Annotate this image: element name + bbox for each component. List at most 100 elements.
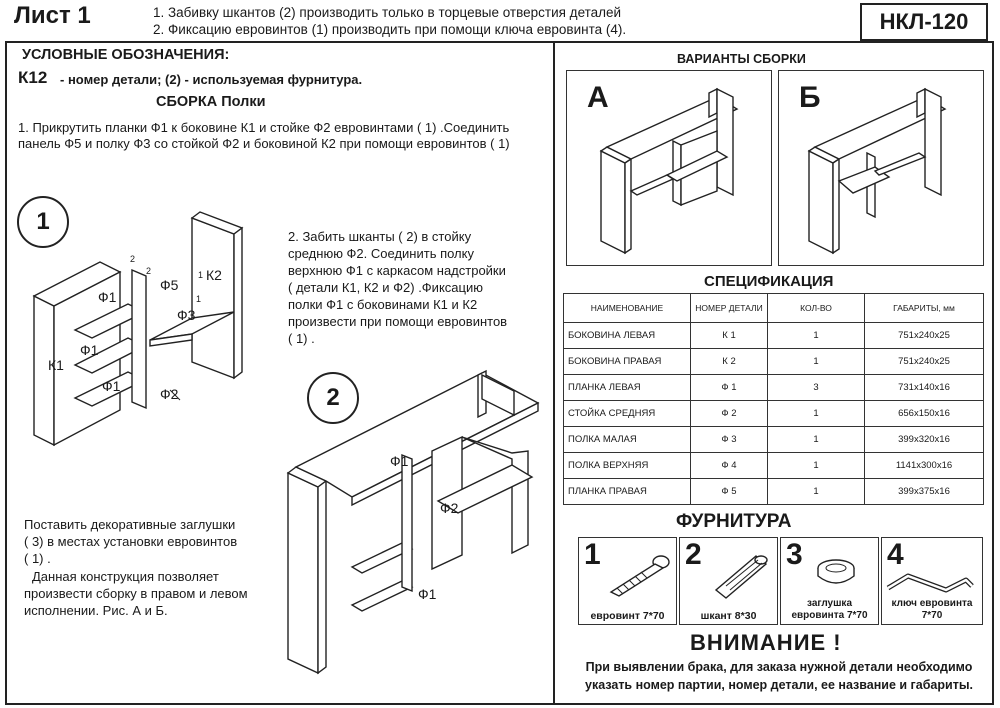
hardware-num: 3 [786,538,803,571]
warning-line-1: При выявлении брака, для заказа нужной д… [585,660,973,674]
step2-text: 2. Забить шканты ( 2) в стойку среднюю Ф… [288,228,507,347]
label-f1-mid: Ф1 [80,342,99,358]
hardware-num: 2 [685,538,702,571]
label-f2-shelf: Ф2 [440,500,459,516]
step2-drawing: Ф1 Ф2 Ф1 [286,369,540,675]
hardware-caption: ключ евровинта 7*70 [891,598,973,621]
cap-icon [817,559,855,584]
spec-cell-qty: 1 [767,348,865,375]
label-dowel: 2 [130,254,135,264]
spec-cell-name: ПЛАНКА ЛЕВАЯ [563,374,691,401]
spec-cell-qty: 1 [767,426,865,453]
spec-cell-dims: 751x240x25 [864,348,984,375]
plugs-line: Поставить декоративные заглушки [24,517,236,532]
variant-b-panel: Б [778,70,984,266]
variant-a-panel: А [566,70,772,266]
variants-line: произвести сборку в правом и левом [24,586,248,601]
spec-cell-name: ПЛАНКА ПРАВАЯ [563,478,691,505]
label-k2: К2 [206,267,222,283]
variant-b-label: Б [799,81,821,114]
step2-line: произвести при помощи евровинтов [288,314,508,329]
hardware-item-hex-key: 4 ключ евровинта 7*70 [881,537,983,625]
header-note-1: 1. Забивку шкантов (2) производить тольк… [153,5,622,20]
label-bolt: 1 [196,294,201,304]
spec-table: НАИМЕНОВАНИЕ НОМЕР ДЕТАЛИ КОЛ-ВО ГАБАРИТ… [563,293,984,505]
spec-col-dims: ГАБАРИТЫ, мм [864,293,984,323]
variants-title: ВАРИАНТЫ СБОРКИ [677,52,806,66]
spec-cell-name: БОКОВИНА ЛЕВАЯ [563,322,691,349]
variants-note: Данная конструкция позволяет произвести … [24,568,248,619]
step1-drawing: К1 Ф1 Ф1 Ф1 Ф5 К2 Ф3 Ф2 2 2 1 1 [32,211,244,447]
step2-line: ( 1) . [288,331,315,346]
eurobolt-icon [609,555,670,597]
step2-line: полки Ф1 с боковинами К1 и К2 [288,297,478,312]
hex-key-icon [886,573,974,593]
spec-title: СПЕЦИФИКАЦИЯ [704,273,834,290]
label-dowel: 2 [146,266,151,276]
label-bolt: 1 [198,270,203,280]
variant-a-drawing [599,87,739,255]
spec-cell-part: Ф 5 [690,478,768,505]
spec-cell-dims: 751x240x25 [864,322,984,349]
spec-cell-part: Ф 4 [690,452,768,479]
spec-cell-qty: 3 [767,374,865,401]
step1-line1: 1. Прикрутить планки Ф1 к боковине К1 и … [18,120,510,135]
label-f1-plank: Ф1 [418,586,437,602]
spec-cell-dims: 731x140x16 [864,374,984,401]
legend-title: УСЛОВНЫЕ ОБОЗНАЧЕНИЯ: [22,47,230,63]
warning-title: ВНИМАНИЕ ! [690,630,842,655]
spec-col-part: НОМЕР ДЕТАЛИ [690,293,768,323]
label-f1-top-shelf: Ф1 [390,453,409,469]
spec-cell-part: Ф 2 [690,400,768,427]
hardware-item-eurobolt: 1 евровинт 7*70 [578,537,677,625]
warning-text: При выявлении брака, для заказа нужной д… [572,658,986,694]
hardware-title: ФУРНИТУРА [676,511,792,532]
spec-cell-name: БОКОВИНА ПРАВАЯ [563,348,691,375]
header-note-2: 2. Фиксацию евровинтов (1) производить п… [153,22,627,37]
spec-cell-name: СТОЙКА СРЕДНЯЯ [563,400,691,427]
spec-cell-name: ПОЛКА ВЕРХНЯЯ [563,452,691,479]
legend-text: - номер детали; (2) - используемая фурни… [60,72,363,87]
variants-line: Данная конструкция позволяет [32,569,219,584]
spec-cell-part: К 1 [690,322,768,349]
hardware-caption: заглушка евровинта 7*70 [791,598,868,621]
label-f1-low: Ф1 [102,378,121,394]
hardware-caption: шкант 8*30 [700,610,757,622]
variant-a-label: А [587,81,609,114]
label-k1: К1 [48,357,64,373]
spec-cell-qty: 1 [767,400,865,427]
label-f5: Ф5 [160,277,179,293]
hardware-num: 1 [584,538,601,571]
plugs-line: ( 1) . [24,551,51,566]
sheet-frame [5,41,994,705]
label-f1-top: Ф1 [98,289,117,305]
spec-cell-part: Ф 1 [690,374,768,401]
step2-line: верхнюю Ф1 с каркасом надстройки [288,263,506,278]
label-f3: Ф3 [177,307,196,323]
spec-cell-part: Ф 3 [690,426,768,453]
step1-line2: панель Ф5 и полку Ф3 со стойкой Ф2 и бок… [18,136,510,151]
sheet-title: Лист 1 [14,2,91,29]
spec-cell-qty: 1 [767,452,865,479]
spec-cell-dims: 656x150x16 [864,400,984,427]
plugs-line: ( 3) в местах установки евровинтов [24,534,238,549]
hardware-item-cap: 3 заглушка евровинта 7*70 [780,537,879,625]
spec-cell-dims: 1141x300x16 [864,452,984,479]
spec-col-qty: КОЛ-ВО [767,293,865,323]
hardware-caption: евровинт 7*70 [590,610,665,622]
step2-line: среднюю Ф2. Соединить полку [288,246,474,261]
variant-b-drawing [807,87,947,255]
assembly-title: СБОРКА Полки [156,94,266,110]
vertical-divider [553,41,555,705]
hardware-num: 4 [887,538,904,571]
step-1-marker: 1 [17,196,69,248]
model-code: НКЛ-120 [860,3,988,41]
variants-line: исполнении. Рис. А и Б. [24,603,168,618]
